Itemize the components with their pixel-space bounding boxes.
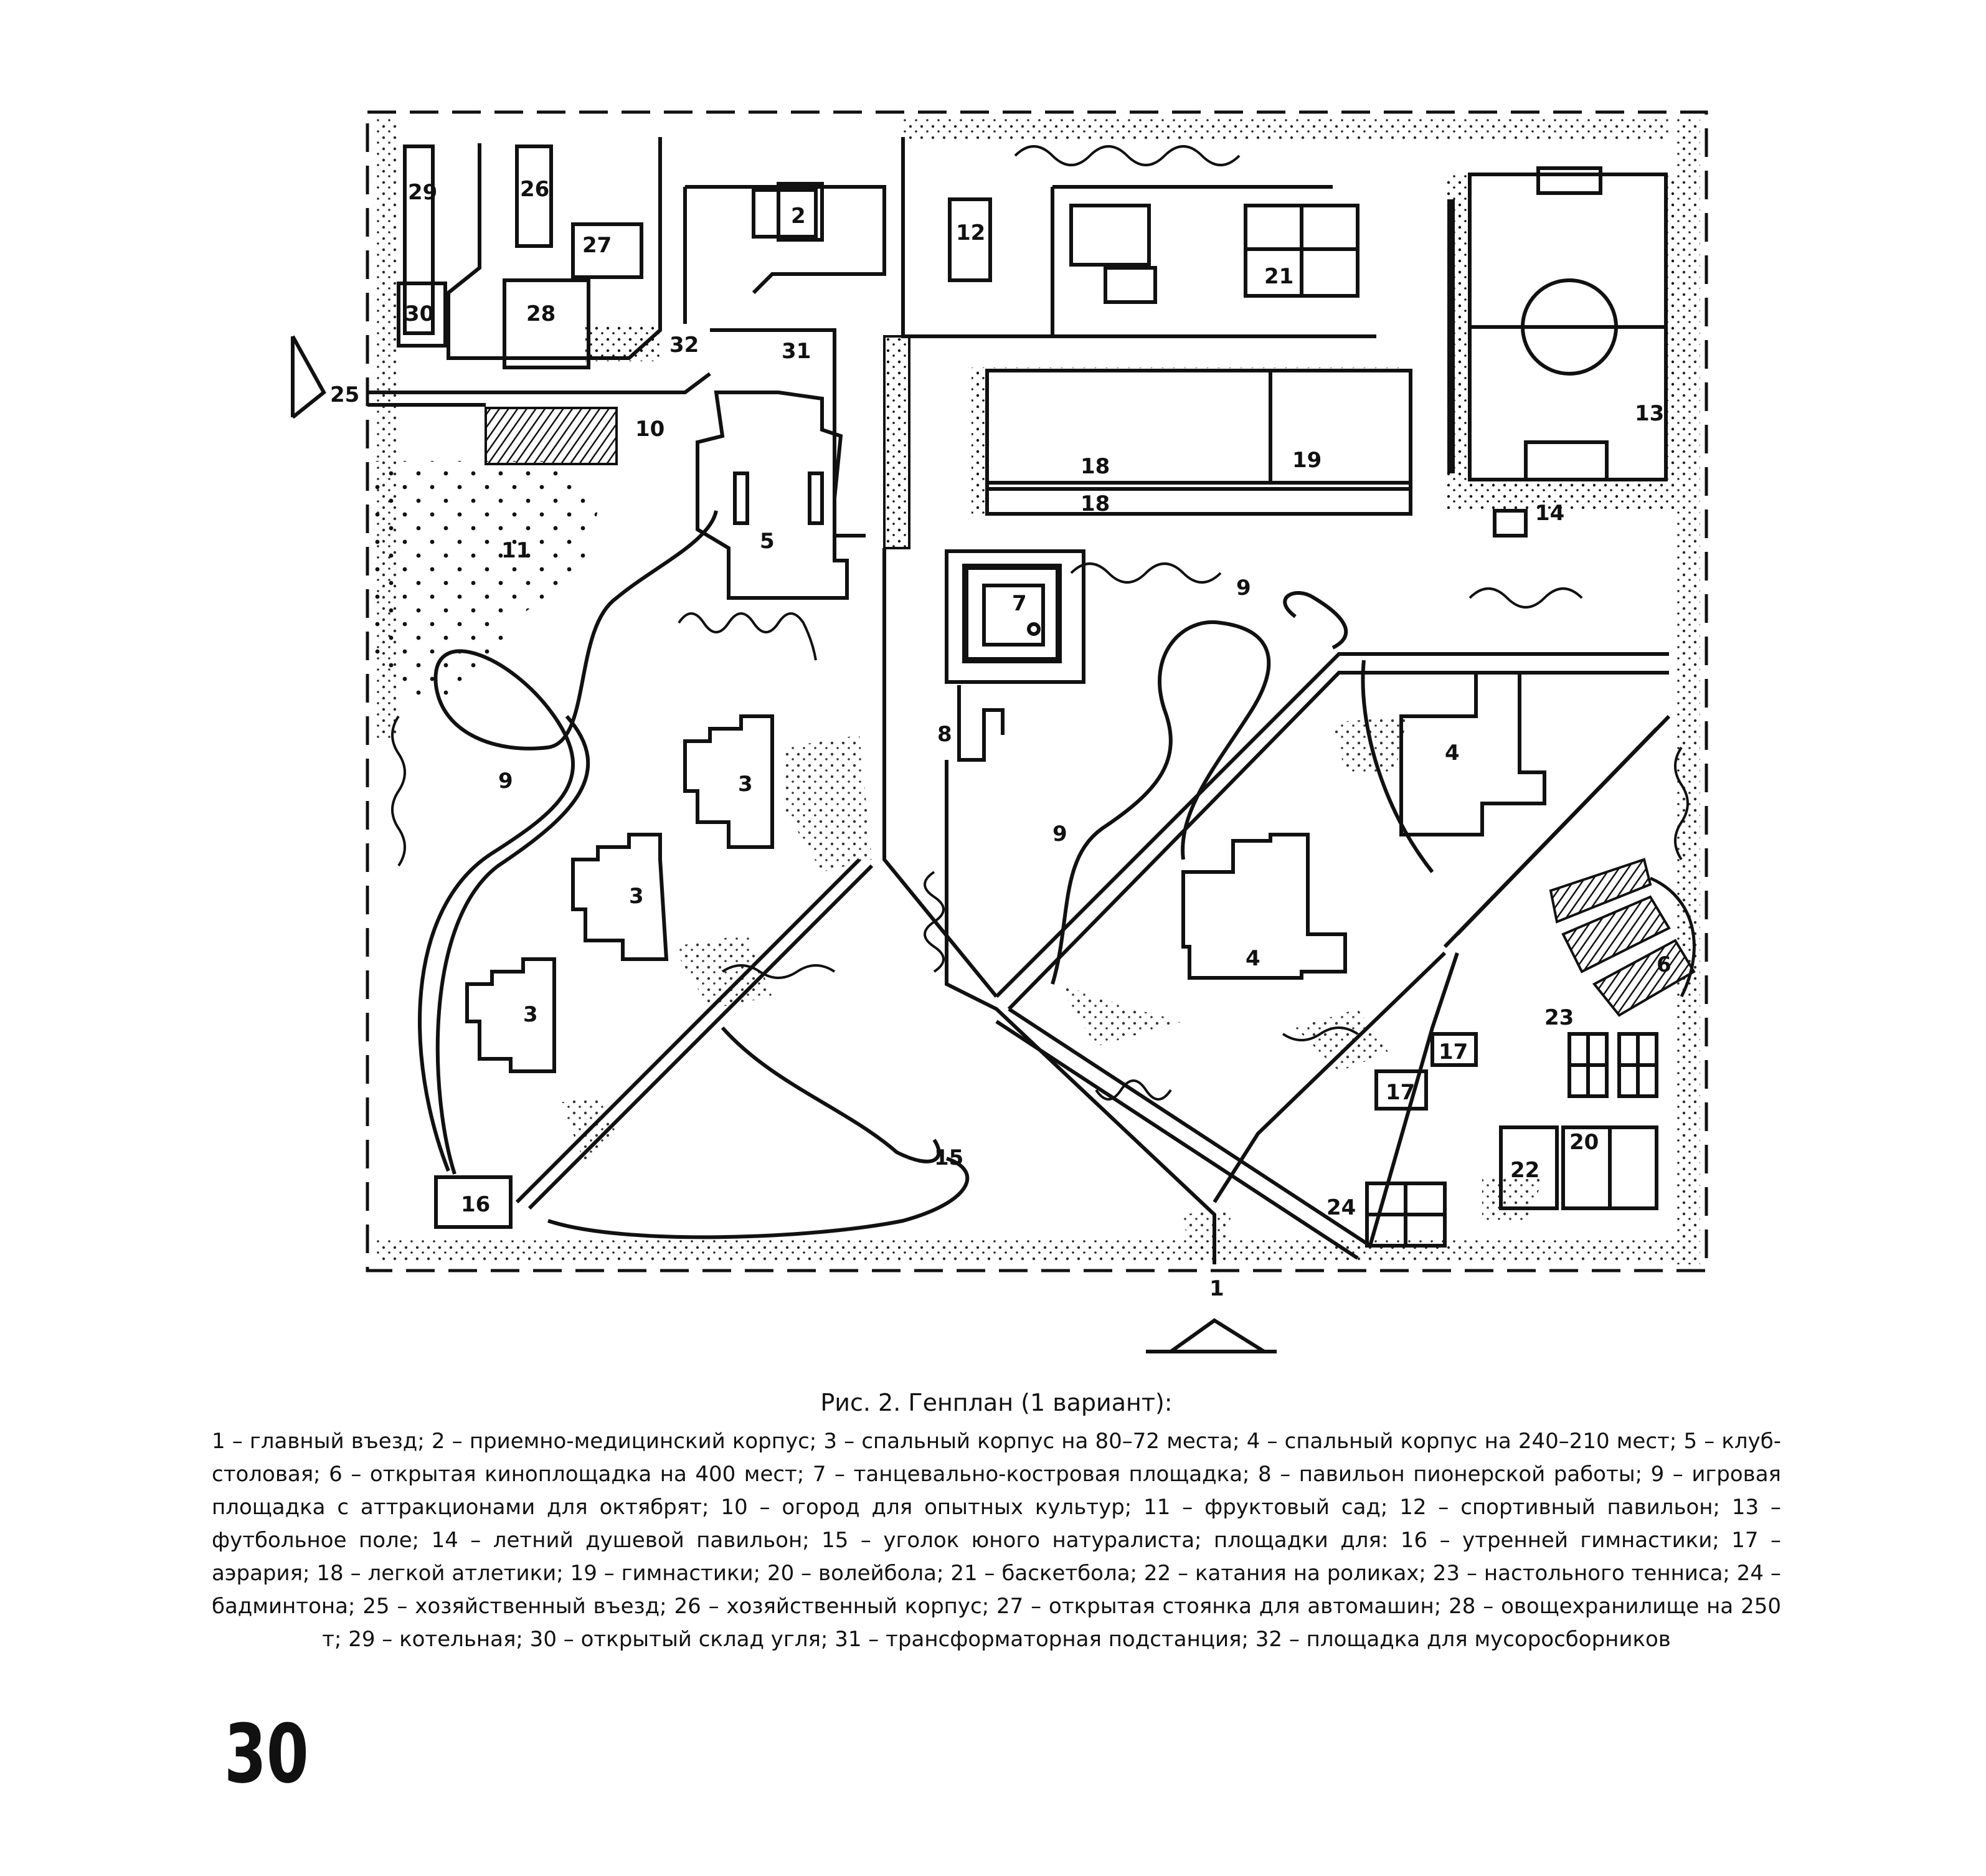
label-9a: 9 <box>498 769 513 794</box>
label-11: 11 <box>501 538 531 563</box>
path-network <box>515 548 1671 1264</box>
label-31: 31 <box>782 339 811 364</box>
label-4a: 4 <box>1445 741 1460 765</box>
winding-paths <box>418 510 970 1239</box>
label-19: 19 <box>1292 448 1322 473</box>
label-17a: 17 <box>1439 1040 1468 1064</box>
site-boundary <box>366 110 1708 1272</box>
game-courts <box>1365 1032 1658 1248</box>
label-8: 8 <box>937 722 952 747</box>
dance-square <box>945 549 1085 684</box>
label-3a: 3 <box>738 772 753 797</box>
football-field <box>1445 166 1675 511</box>
open-air-cinema <box>1549 858 1696 1017</box>
club-canteen <box>696 328 866 600</box>
medical-corps <box>683 182 886 324</box>
basketball-block <box>1051 185 1359 336</box>
sleeping-corps-4 <box>1181 671 1546 980</box>
label-2: 2 <box>791 204 806 229</box>
tree-canopy <box>391 145 1689 1101</box>
label-12: 12 <box>956 220 985 245</box>
label-3c: 3 <box>523 1002 538 1027</box>
label-28: 28 <box>526 301 556 326</box>
shower-pavilion <box>1493 509 1528 538</box>
label-26: 26 <box>520 177 549 202</box>
caption-legend: 1 – главный въезд; 2 – приемно-медицинск… <box>212 1429 1781 1652</box>
sleeping-corps-3 <box>465 714 774 1073</box>
label-23: 23 <box>1544 1005 1574 1030</box>
label-4b: 4 <box>1246 946 1260 971</box>
label-27: 27 <box>582 233 612 258</box>
label-15: 15 <box>934 1145 963 1170</box>
winding-paths-east <box>1051 591 1434 985</box>
label-29: 29 <box>408 180 437 205</box>
label-30: 30 <box>405 301 434 326</box>
label-21: 21 <box>1264 264 1293 289</box>
pioneer-pavilion <box>957 685 1005 762</box>
service-yard-planting <box>585 324 660 361</box>
label-1: 1 <box>1209 1276 1224 1301</box>
label-18b: 18 <box>1080 491 1110 516</box>
label-9c: 9 <box>1236 576 1251 600</box>
label-17b: 17 <box>1386 1080 1415 1105</box>
label-16: 16 <box>461 1192 490 1217</box>
label-24: 24 <box>1326 1195 1356 1220</box>
label-7: 7 <box>1012 591 1027 616</box>
main-entrance-marker <box>1146 1318 1277 1353</box>
vegetation-dots <box>560 716 1544 1258</box>
label-3b: 3 <box>629 884 644 909</box>
label-14: 14 <box>1535 501 1564 526</box>
label-10: 10 <box>635 417 664 442</box>
label-6: 6 <box>1657 952 1672 977</box>
alley-strip <box>883 335 910 549</box>
label-13: 13 <box>1635 401 1664 426</box>
label-5: 5 <box>760 529 775 554</box>
figure-caption: Рис. 2. Генплан (1 вариант): 1 – главный… <box>187 1389 1806 1656</box>
site-plan-drawing: 1 2 3 3 3 4 4 5 6 7 8 9 9 9 10 11 12 13 … <box>291 110 1708 1353</box>
athletics-fields <box>972 367 1412 516</box>
label-18a: 18 <box>1080 454 1110 479</box>
label-32: 32 <box>669 333 699 358</box>
aeraria <box>1374 1032 1478 1111</box>
fruit-orchard <box>374 461 598 704</box>
service-entrance-marker <box>291 335 326 419</box>
sports-pavilion <box>901 137 1376 338</box>
morning-gymnastics-pad <box>434 1175 513 1229</box>
caption-title: Рис. 2. Генплан (1 вариант): <box>820 1389 1173 1416</box>
label-22: 22 <box>1510 1158 1539 1183</box>
boundary-planting <box>374 118 1700 1264</box>
label-25: 25 <box>330 382 359 407</box>
page-number: 30 <box>224 1707 309 1801</box>
label-20: 20 <box>1569 1130 1599 1155</box>
label-9b: 9 <box>1052 822 1067 846</box>
allotment-rows <box>485 407 618 465</box>
